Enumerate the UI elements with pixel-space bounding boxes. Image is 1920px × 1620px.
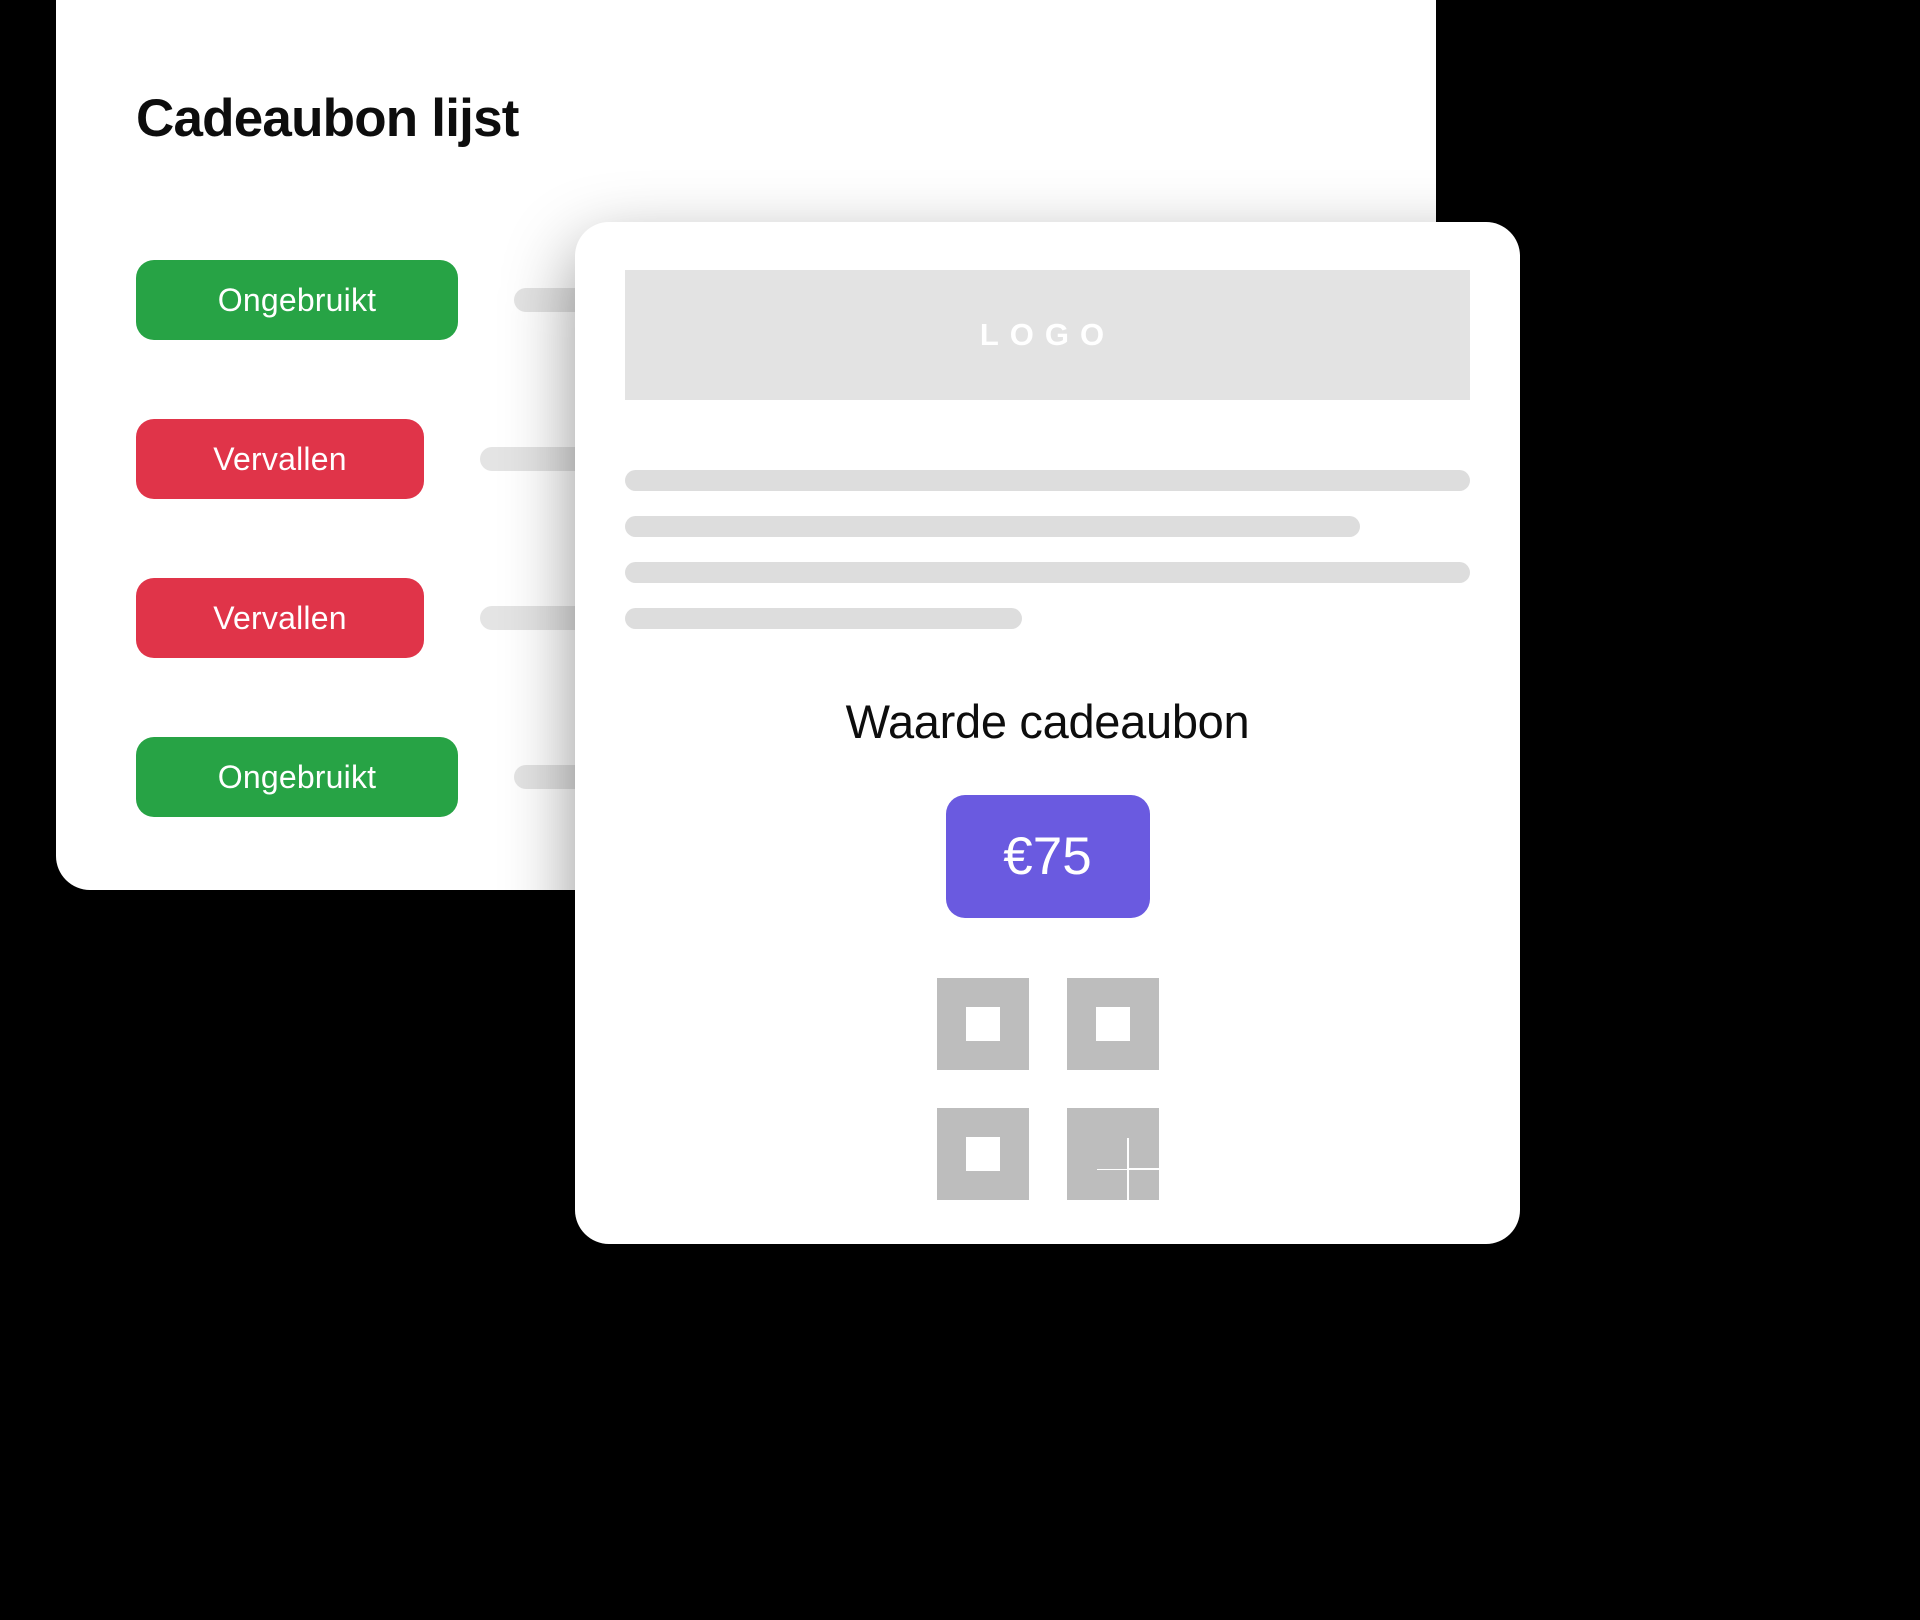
logo-placeholder-text: LOGO [979,317,1116,352]
qr-data-module [1096,1170,1127,1200]
qr-finder-bottom-left [936,1108,1029,1200]
qr-finder-center [965,1137,1000,1171]
status-badge-unused[interactable]: Ongebruikt [136,260,458,340]
qr-data-module [1096,1108,1129,1138]
status-badge-expired[interactable]: Vervallen [136,578,424,658]
list-item[interactable]: Vervallen [136,578,1396,658]
qr-finder-center [1095,1007,1130,1041]
skeleton-line [625,562,1470,583]
status-badge-unused[interactable]: Ongebruikt [136,737,458,817]
skeleton-line [625,608,1023,629]
qr-finder-top-left [936,978,1029,1070]
qr-finder-center [965,1007,1000,1041]
qr-data-module [1096,1138,1127,1169]
skeleton-line [625,470,1470,491]
status-badge-expired[interactable]: Vervallen [136,419,424,499]
skeleton-line [625,516,1361,537]
page-title: Cadeaubon lijst [136,89,519,148]
qr-code-icon [936,978,1159,1200]
voucher-detail-card: LOGO Waarde cadeaubon €75 [575,222,1520,1244]
qr-finder-top-right [1066,978,1159,1070]
logo-placeholder-box: LOGO [625,270,1470,400]
skeleton-text-block [625,470,1470,654]
qr-data-module [1128,1170,1159,1200]
qr-data-module [1066,1108,1097,1200]
voucher-value-heading: Waarde cadeaubon [845,695,1250,748]
qr-data-module [1128,1108,1159,1168]
voucher-value-badge[interactable]: €75 [945,795,1150,918]
